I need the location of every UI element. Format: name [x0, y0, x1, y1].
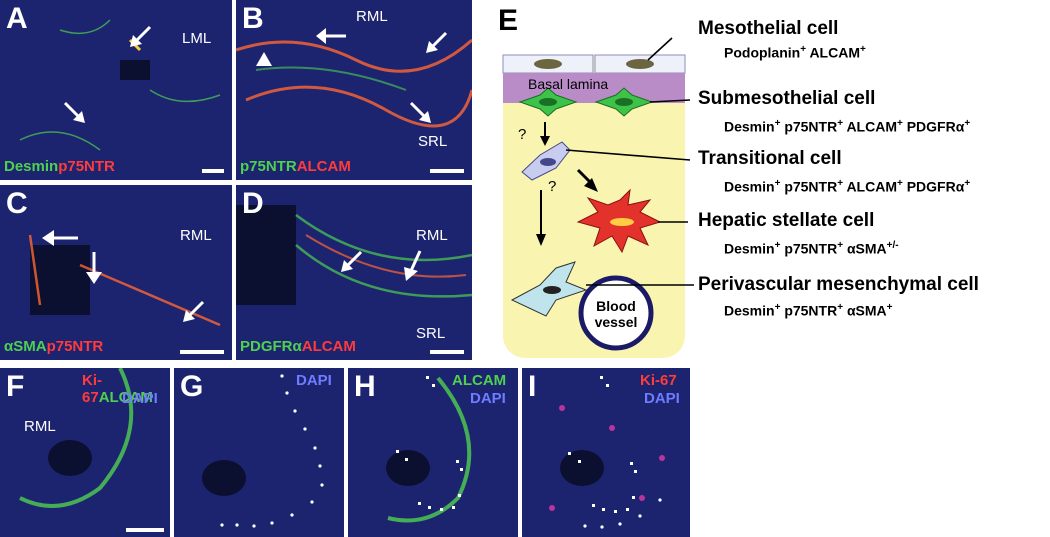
blood-vessel-circle [578, 275, 654, 351]
arrowhead-icon [540, 136, 550, 146]
panel-h-image [348, 368, 518, 537]
panel-b-image [236, 0, 472, 180]
leader-line-mesothelial [647, 37, 673, 61]
panel-h: H ALCAM DAPI [348, 368, 518, 537]
panel-i-stain-blue: DAPI [644, 390, 680, 407]
arrow-icon [86, 252, 102, 284]
hepatic-stellate-cell-name: Hepatic stellate cell [698, 210, 875, 231]
panel-c-image [0, 185, 232, 360]
panel-i-stain-red: Ki-67 [640, 372, 677, 389]
perivascular-nucleus [543, 286, 561, 294]
boundary-dots [396, 376, 463, 511]
perivascular-cell-markers: Desmin+ p75NTR+ αSMA+ [724, 302, 893, 319]
arrowhead-icon [584, 178, 598, 192]
hepatic-stellate-cell-markers: Desmin+ p75NTR+ αSMA+/- [724, 240, 899, 257]
panel-i: I Ki-67 DAPI [522, 368, 690, 537]
panel-a-stain: Desminp75NTR [4, 158, 115, 175]
panel-g: G DAPI [174, 368, 344, 537]
question-mark-2: ? [548, 178, 557, 195]
panel-d-label: D [242, 187, 264, 220]
panel-h-stain-green: ALCAM [452, 372, 507, 389]
panel-c-label: C [6, 187, 28, 220]
panel-a-region: LML [182, 30, 212, 47]
panel-a-label: A [6, 2, 28, 35]
panel-c-region: RML [180, 227, 212, 244]
transitional-nucleus [540, 158, 556, 166]
stellate-nucleus [610, 218, 634, 226]
panel-g-stain: DAPI [296, 372, 332, 389]
arrowhead-icon [256, 52, 272, 66]
panel-f-image [0, 368, 170, 537]
panel-c: C RML αSMAp75NTR [0, 185, 232, 360]
transitional-cell-markers: Desmin+ p75NTR+ ALCAM+ PDGFRα+ [724, 178, 971, 195]
panel-f-region: RML [24, 418, 56, 435]
boundary-dots [568, 376, 662, 529]
scale-bar [430, 169, 464, 173]
submesothelial-cell-name: Submesothelial cell [698, 88, 876, 109]
panel-f-stain-line2: DAPI [122, 390, 158, 407]
arrow-icon [316, 28, 346, 44]
panel-f-stain-line1: Ki-67ALCAM [82, 372, 153, 406]
panel-g-image [174, 368, 344, 537]
arrow-icon [130, 25, 152, 47]
perivascular-cell-name: Perivascular mesenchymal cell [698, 274, 979, 295]
panel-f: F RML Ki-67ALCAM DAPI [0, 368, 170, 537]
scale-bar [430, 350, 464, 354]
scale-bar [180, 350, 224, 354]
panel-a-image [0, 0, 232, 180]
panel-d-image [236, 185, 472, 360]
arrow-icon [183, 300, 205, 322]
arrow-icon [404, 250, 422, 281]
panel-h-stain-blue: DAPI [470, 390, 506, 407]
panel-d: D RML SRL PDGFRαALCAM [236, 185, 472, 360]
scale-bar [126, 528, 164, 532]
question-mark-1: ? [518, 126, 527, 143]
submesothelial-nucleus-2 [615, 98, 633, 106]
panel-d-region-bottom: SRL [416, 325, 446, 342]
panel-d-region-top: RML [416, 227, 448, 244]
basal-lamina-label: Basal lamina [528, 76, 609, 92]
panel-h-label: H [354, 370, 376, 403]
arrow-icon [341, 250, 363, 272]
arrow-icon [409, 101, 431, 123]
leader-line-transitional [565, 149, 691, 161]
panel-e-label: E [498, 4, 519, 37]
panel-i-label: I [528, 370, 537, 403]
panel-b: B RML SRL p75NTRALCAM [236, 0, 472, 180]
submesothelial-nucleus-1 [539, 98, 557, 106]
panel-i-image [522, 368, 690, 537]
arrow-icon [42, 230, 78, 246]
mesothelial-nucleus-2 [626, 59, 654, 69]
mesothelial-cell-name: Mesothelial cell [698, 18, 839, 39]
arrowhead-icon [536, 234, 546, 246]
panel-f-label: F [6, 370, 25, 403]
transitional-cell-name: Transitional cell [698, 148, 842, 169]
leader-line-submesothelial [649, 99, 691, 103]
arrow-icon [426, 31, 448, 53]
arrow-icon [63, 101, 85, 123]
mesothelial-nucleus-1 [534, 59, 562, 69]
submesothelial-cell-markers: Desmin+ p75NTR+ ALCAM+ PDGFRα+ [724, 118, 971, 135]
panel-d-stain: PDGFRαALCAM [240, 338, 356, 355]
boundary-dots [220, 374, 324, 528]
panel-b-region-bottom: SRL [418, 133, 448, 150]
mesothelial-cell-markers: Podoplanin+ ALCAM+ [724, 44, 866, 61]
panel-b-region-top: RML [356, 8, 388, 25]
scale-bar [202, 169, 224, 173]
panel-a: A LML Desminp75NTR [0, 0, 232, 180]
panel-c-stain: αSMAp75NTR [4, 338, 104, 355]
schematic-diagram [502, 37, 694, 358]
panel-b-label: B [242, 2, 264, 35]
panel-g-label: G [180, 370, 204, 403]
panel-b-stain: p75NTRALCAM [240, 158, 351, 175]
